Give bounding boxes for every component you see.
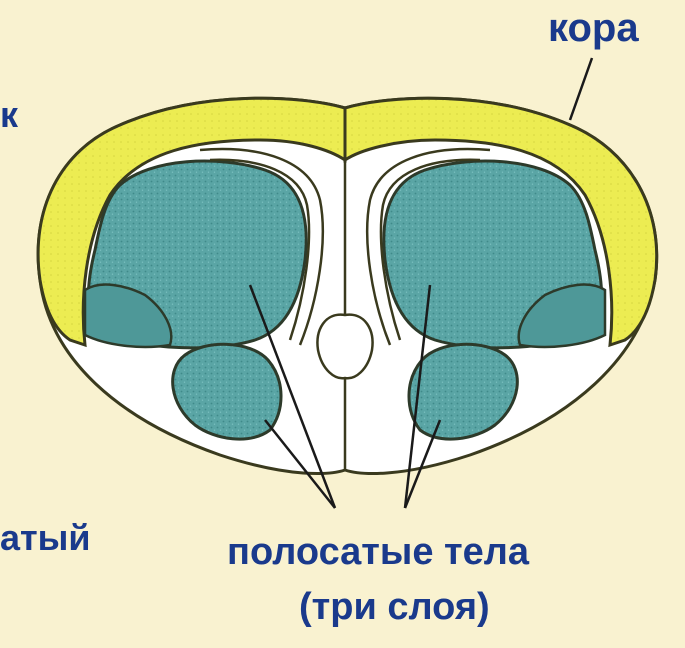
cortex-pointer-line	[570, 58, 592, 120]
central-structure	[317, 315, 372, 379]
three-layers-label: (три слоя)	[299, 588, 490, 626]
left-top-label-fragment: к	[0, 97, 18, 133]
cortex-label: кора	[548, 8, 639, 48]
striatum-label: полосатые тела	[227, 533, 529, 571]
left-bottom-label-fragment: атый	[0, 520, 91, 556]
